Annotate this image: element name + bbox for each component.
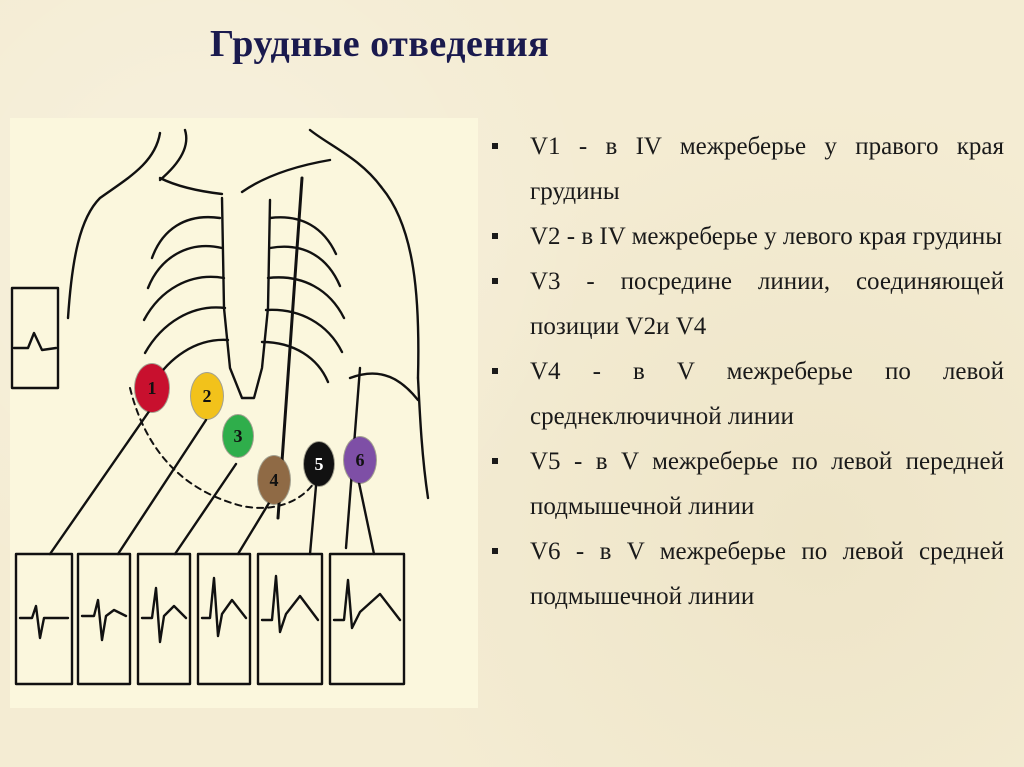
ecg-box-v2 bbox=[76, 552, 132, 686]
clavicle-right bbox=[158, 176, 224, 196]
lead-wire bbox=[116, 418, 208, 556]
rib bbox=[146, 244, 224, 290]
heart-outline bbox=[129, 387, 323, 509]
lead-item-v6: V6 - в V межреберье по левой средней под… bbox=[488, 529, 1004, 619]
bullet-icon bbox=[492, 233, 498, 239]
page-title: Грудные отведения bbox=[210, 23, 550, 65]
electrode-2: 2 bbox=[191, 373, 223, 419]
lead-list: V1 - в IV межреберье у правого края груд… bbox=[488, 124, 1004, 619]
electrode-1: 1 bbox=[135, 364, 169, 412]
torso-illustration bbox=[10, 128, 430, 686]
rib bbox=[268, 245, 342, 288]
bullet-icon bbox=[492, 548, 498, 554]
ecg-box-v5 bbox=[256, 552, 324, 686]
lead-wire bbox=[236, 496, 274, 556]
ecg-box-v3 bbox=[136, 552, 192, 686]
ecg-box-v6 bbox=[328, 552, 406, 686]
ecg-box-v1 bbox=[14, 552, 74, 686]
electrode-4: 4 bbox=[258, 456, 290, 504]
electrode-5: 5 bbox=[304, 442, 334, 486]
neck-right-outline bbox=[308, 128, 420, 380]
sternum bbox=[220, 196, 272, 400]
ecg-box-v4 bbox=[196, 552, 252, 686]
lead-wire bbox=[173, 462, 238, 556]
lead-wire bbox=[356, 476, 376, 556]
ecg-box-partial bbox=[10, 286, 60, 390]
right-arm-outline bbox=[416, 376, 430, 500]
rib bbox=[150, 215, 222, 260]
lead-item-v5: V5 - в V межреберье по левой передней по… bbox=[488, 439, 1004, 529]
lead-item-v1: V1 - в IV межреберье у правого края груд… bbox=[488, 124, 1004, 214]
lead-wire bbox=[308, 484, 318, 556]
lead-wire bbox=[48, 408, 152, 556]
bullet-icon bbox=[492, 278, 498, 284]
rib bbox=[142, 275, 226, 322]
clavicle-left bbox=[240, 158, 332, 194]
bullet-icon bbox=[492, 458, 498, 464]
rib bbox=[260, 340, 330, 384]
rib bbox=[266, 276, 346, 320]
lead-item-v3: V3 - посредине линии, соединяющей позици… bbox=[488, 259, 1004, 349]
rib bbox=[268, 216, 338, 256]
left-shoulder-outline bbox=[158, 128, 188, 182]
rib bbox=[143, 306, 227, 355]
lead-item-v2: V2 - в IV межреберье у левого края груди… bbox=[488, 214, 1004, 259]
electrode-6: 6 bbox=[344, 437, 376, 483]
bullet-icon bbox=[492, 368, 498, 374]
bullet-icon bbox=[492, 143, 498, 149]
rib bbox=[264, 308, 344, 354]
lead-item-v4: V4 - в V межреберье по левой среднеключи… bbox=[488, 349, 1004, 439]
neck-left-outline bbox=[66, 131, 162, 320]
electrode-3: 3 bbox=[223, 415, 253, 457]
